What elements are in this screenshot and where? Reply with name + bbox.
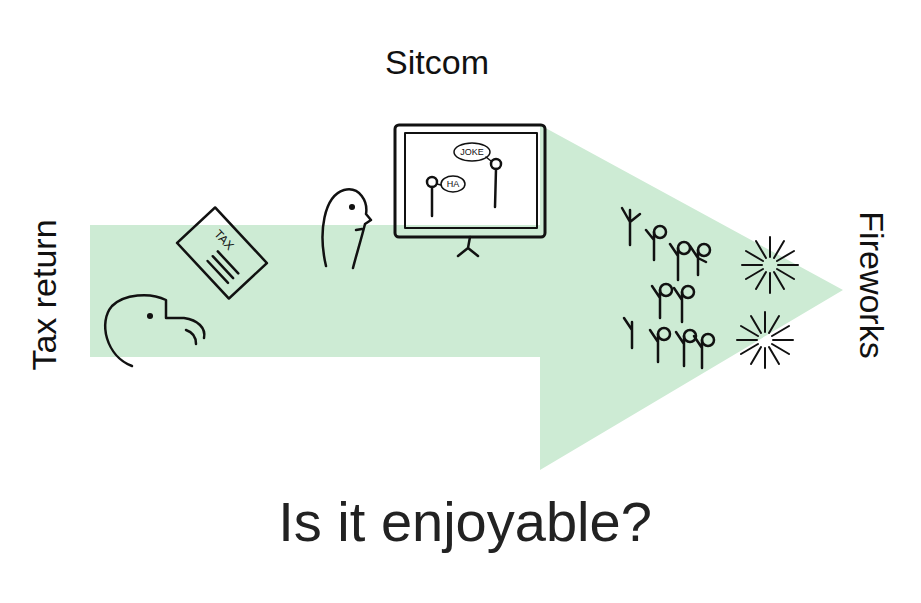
tv-stand [458,237,478,256]
stage-label: Sitcom [385,45,489,79]
scale-arrow [90,125,843,470]
tv-frame [395,125,545,237]
tax-paper [177,207,267,298]
speech-bubble [454,143,490,161]
cheering-crowd [622,208,714,368]
bubble-text: JOKE [460,148,484,157]
glum-face [105,295,204,366]
tv-screen [405,133,537,228]
stage-label: Fireworks [855,211,889,358]
bubble-text: HA [447,180,460,189]
neutral-face [323,189,371,268]
speech-bubble [441,176,465,192]
stage-label: Tax return [27,219,61,370]
firework-burst [742,237,798,293]
caption-question: Is it enjoyable? [278,494,652,550]
eye-dot [148,314,152,318]
